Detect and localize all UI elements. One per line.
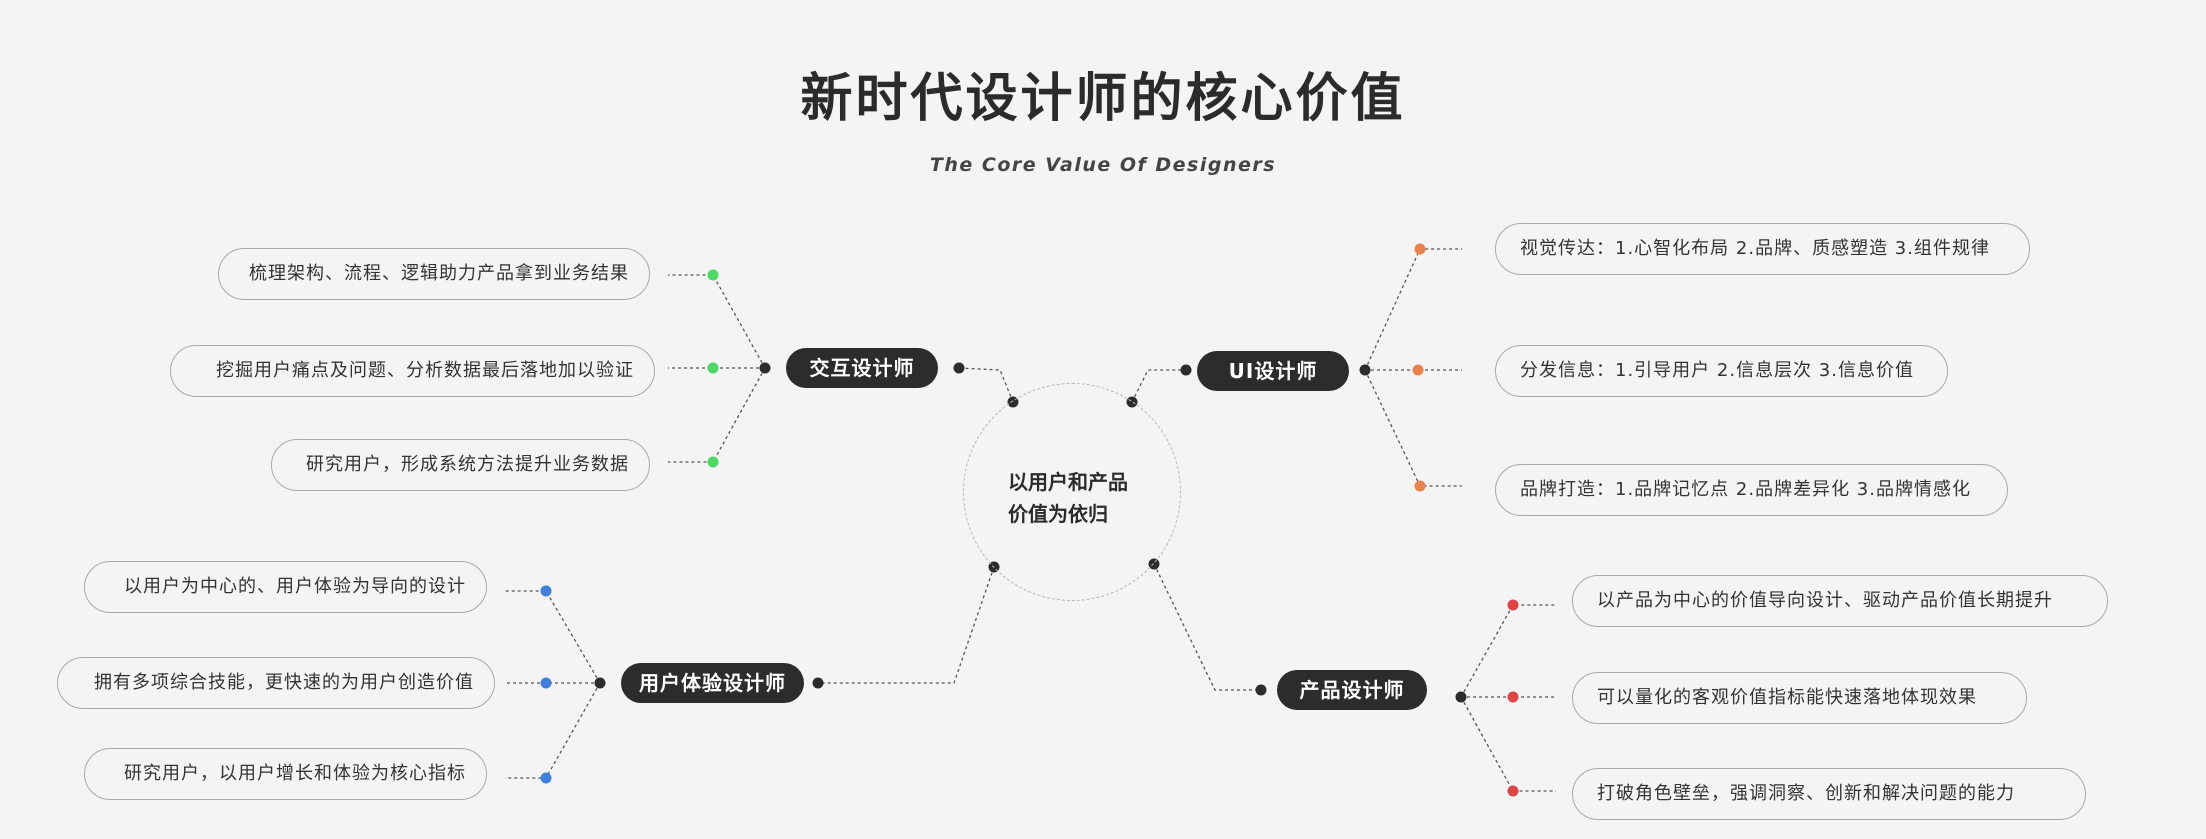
connector-dot (812, 677, 824, 689)
role-ux-designer[interactable]: 用户体验设计师 (621, 663, 804, 703)
center-node: 以用户和产品 价值为依归 (1008, 466, 1168, 530)
connector-center-interaction (958, 367, 1014, 403)
ux-item-2: 拥有多项综合技能，更快速的为用户创造价值 (57, 657, 495, 709)
ui-dot (1412, 364, 1424, 376)
connector-dot (1359, 364, 1371, 376)
ui-dot (1414, 480, 1426, 492)
page-title: 新时代设计师的核心价值 (800, 69, 1406, 129)
connector-ux-item (505, 682, 601, 779)
product-item-3: 打破角色壁垒，强调洞察、创新和解决问题的能力 (1572, 768, 2086, 820)
interaction-item-3: 研究用户，形成系统方法提升业务数据 (271, 439, 650, 491)
ui-item-2: 分发信息：1.引导用户 2.信息层次 3.信息价值 (1495, 345, 1948, 397)
ux-dot (540, 585, 552, 597)
product-item-1: 以产品为中心的价值导向设计、驱动产品价值长期提升 (1572, 575, 2108, 627)
center-circle (963, 383, 1181, 601)
ux-item-1: 以用户为中心的、用户体验为导向的设计 (84, 561, 487, 613)
center-line-2: 价值为依归 (1008, 502, 1108, 526)
ui-item-3: 品牌打造：1.品牌记忆点 2.品牌差异化 3.品牌情感化 (1495, 464, 2008, 516)
ux-item-3: 研究用户，以用户增长和体验为核心指标 (84, 748, 487, 800)
connector-center-product (1153, 563, 1261, 691)
ux-dot (540, 677, 552, 689)
interaction-item-1: 梳理架构、流程、逻辑助力产品拿到业务结果 (218, 248, 650, 300)
connector-ux-item (505, 590, 601, 684)
connector-dot (1255, 684, 1267, 696)
connector-product-item (1460, 696, 1556, 792)
product-item-2: 可以量化的客观价值指标能快速落地体现效果 (1572, 672, 2027, 724)
page-subtitle: The Core Value Of Designers (929, 154, 1277, 176)
role-interaction-designer[interactable]: 交互设计师 (786, 348, 938, 388)
center-line-1: 以用户和产品 (1008, 470, 1128, 494)
role-ui-designer[interactable]: UI设计师 (1197, 351, 1349, 391)
ux-dot (540, 772, 552, 784)
connector-interaction-item (668, 274, 766, 369)
connector-ui-item (1364, 369, 1462, 487)
product-dot (1507, 691, 1519, 703)
connector-dot (759, 362, 771, 374)
role-product-designer[interactable]: 产品设计师 (1277, 670, 1427, 710)
ui-dot (1414, 243, 1426, 255)
connector-center-ui (1131, 369, 1186, 403)
connector-dot (1180, 364, 1192, 376)
connector-dot (953, 362, 965, 374)
interaction-dot (707, 456, 719, 468)
product-dot (1507, 599, 1519, 611)
connector-product-item (1460, 604, 1556, 698)
interaction-item-2: 挖掘用户痛点及问题、分析数据最后落地加以验证 (170, 345, 655, 397)
connector-dot (1455, 691, 1467, 703)
ui-item-1: 视觉传达：1.心智化布局 2.品牌、质感塑造 3.组件规律 (1495, 223, 2030, 275)
product-dot (1507, 785, 1519, 797)
interaction-dot (707, 269, 719, 281)
interaction-dot (707, 362, 719, 374)
connector-interaction-item (668, 367, 766, 463)
connector-dot (594, 677, 606, 689)
connector-ui-item (1364, 248, 1462, 371)
connector-center-ux (818, 566, 995, 684)
